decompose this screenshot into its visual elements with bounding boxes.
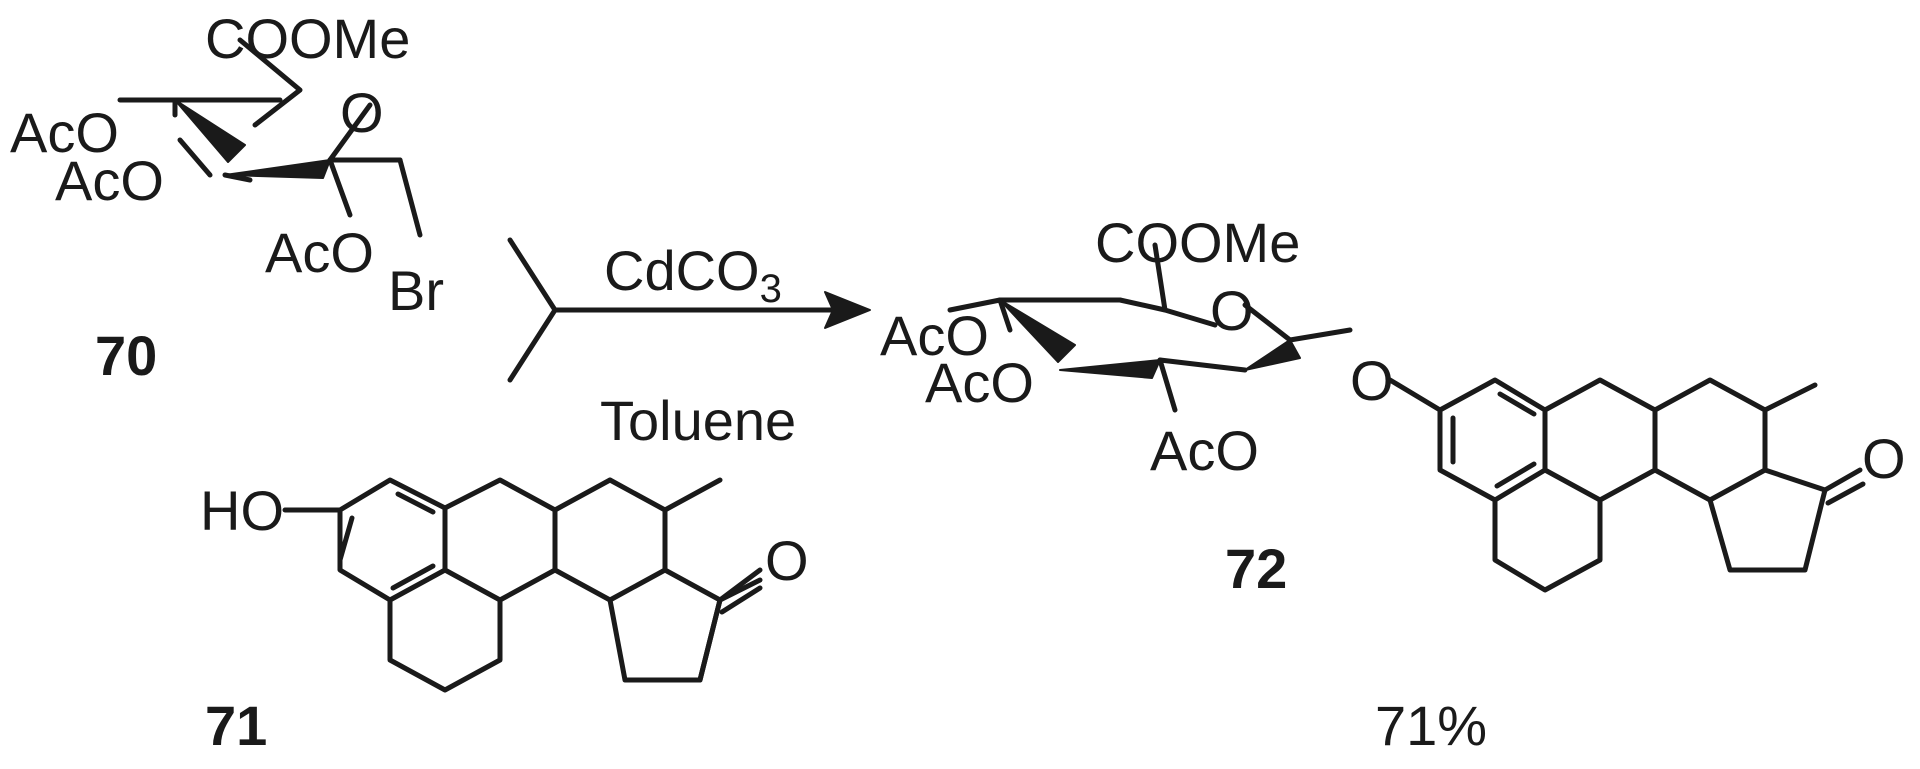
ester-label-72: COOMe (1095, 211, 1300, 274)
compound-71-structure (282, 477, 763, 693)
ketone-oxygen-72: O (1862, 427, 1906, 490)
ring-oxygen-70: O (340, 81, 384, 144)
compound-number-71: 71 (205, 694, 267, 757)
bromine-label-70: Br (388, 259, 444, 322)
reagent-label: CdCO3 (604, 239, 782, 311)
yield-label: 71% (1375, 694, 1487, 757)
ester-label-70: COOMe (205, 7, 410, 70)
reaction-arrow (507, 237, 871, 383)
ring-oxygen-72: O (1210, 279, 1254, 342)
ketone-oxygen-71: O (765, 529, 809, 592)
glycosidic-oxygen-72: O (1350, 349, 1394, 412)
compound-72-structure (947, 242, 1866, 593)
acetoxy-3-72: AcO (925, 351, 1034, 414)
acetoxy-2-70: AcO (265, 221, 374, 284)
acetoxy-2-72: AcO (1150, 419, 1259, 482)
compound-70-structure (117, 37, 423, 238)
compound-number-72: 72 (1225, 537, 1287, 600)
hydroxyl-label-71: HO (200, 479, 284, 542)
acetoxy-4-70: AcO (10, 101, 119, 164)
compound-number-70: 70 (95, 324, 157, 387)
acetoxy-3-70: AcO (55, 149, 164, 212)
acetoxy-4-72: AcO (880, 304, 989, 367)
solvent-label: Toluene (600, 389, 796, 452)
